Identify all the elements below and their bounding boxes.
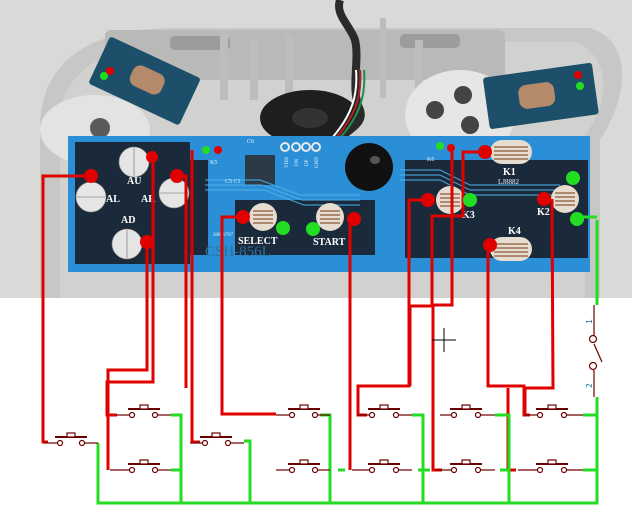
pcb-model: CSH-856L bbox=[205, 244, 271, 260]
wire-ad bbox=[106, 241, 149, 470]
switch-ar bbox=[276, 459, 330, 474]
label-k3: K3 bbox=[462, 210, 475, 221]
label-k4: K4 bbox=[508, 226, 521, 237]
label-al: AL bbox=[106, 194, 120, 205]
pin-vdd: VDD bbox=[285, 157, 290, 168]
wire-k1-route bbox=[408, 150, 483, 386]
label-k6: K6 bbox=[427, 157, 434, 163]
label-select: SELECT bbox=[238, 236, 278, 247]
switch-al bbox=[44, 432, 98, 447]
chip-label: LJ8882 bbox=[498, 178, 520, 186]
toggle-pin-2: 2 bbox=[585, 383, 594, 388]
toggle-switch bbox=[588, 305, 603, 397]
label-ad: AD bbox=[121, 215, 135, 226]
wire-k5 bbox=[190, 150, 200, 444]
label-k5: K5 bbox=[210, 160, 217, 166]
switch-k1 bbox=[440, 404, 495, 419]
switch-k5 bbox=[190, 432, 244, 447]
wire-al bbox=[41, 174, 91, 444]
label-au: AU bbox=[127, 176, 141, 187]
crosshair-cursor-icon bbox=[432, 328, 456, 352]
toggle-pin-1: 1 bbox=[585, 319, 594, 324]
label-k2: K2 bbox=[537, 207, 550, 218]
main-pcb: AU AL AR AD SELECT START 20090707 CSH-85… bbox=[68, 136, 590, 272]
switch-k2 bbox=[524, 404, 583, 419]
label-k1: K1 bbox=[503, 167, 516, 178]
cap-c6-label: C6 bbox=[247, 139, 254, 145]
switch-k3 bbox=[357, 404, 412, 419]
switch-k4 bbox=[518, 459, 583, 474]
switch-select bbox=[276, 404, 330, 419]
wire-select bbox=[220, 215, 276, 416]
caps-label: C5 C1 bbox=[225, 179, 241, 185]
switch-k6 bbox=[436, 459, 495, 474]
face-button-pads bbox=[436, 140, 579, 261]
label-ar: AR bbox=[141, 194, 156, 205]
green-solder-points bbox=[100, 72, 584, 236]
pinout-labels: VDD DN DP GND bbox=[280, 142, 321, 168]
wire-k2-real bbox=[525, 198, 555, 390]
pin-dn: DN bbox=[295, 158, 300, 166]
switch-ad bbox=[110, 459, 171, 474]
push-switches bbox=[44, 404, 583, 474]
red-solder-points bbox=[84, 67, 582, 252]
pin-dp: DP bbox=[305, 159, 310, 166]
switch-start bbox=[352, 459, 412, 474]
select-start-pads bbox=[249, 203, 344, 231]
switch-au bbox=[116, 404, 171, 419]
label-start: START bbox=[313, 237, 346, 248]
pin-gnd: GND bbox=[315, 157, 320, 168]
